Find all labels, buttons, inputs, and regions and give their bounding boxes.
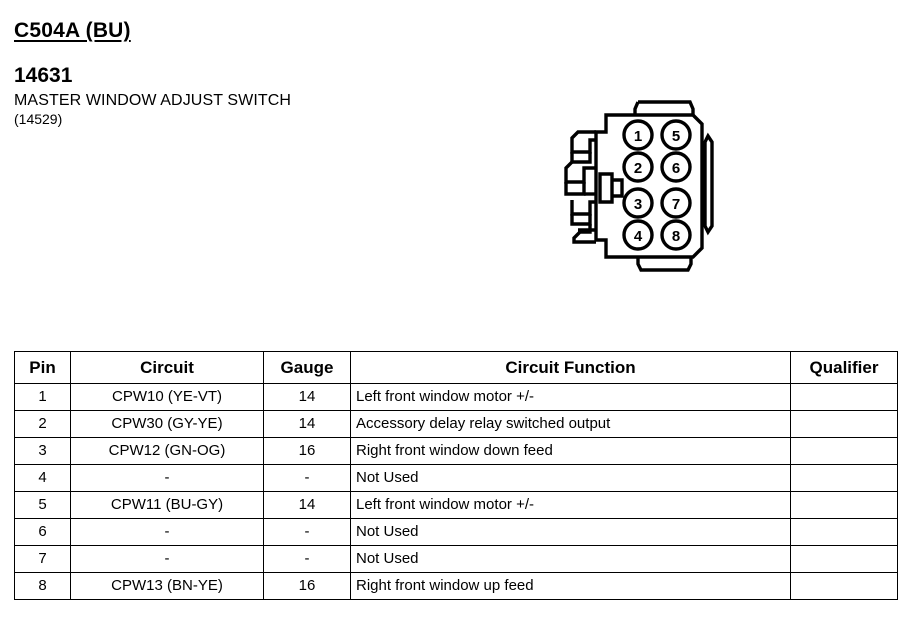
cell-pin: 7 bbox=[14, 545, 71, 573]
cell-gauge: - bbox=[263, 545, 351, 573]
connector-pin-1: 1 bbox=[622, 119, 654, 151]
pin-label-4: 4 bbox=[634, 228, 643, 245]
cell-gauge: 14 bbox=[263, 491, 351, 519]
connector-pin-8: 8 bbox=[660, 219, 692, 251]
cell-function: Right front window down feed bbox=[350, 437, 791, 465]
pin-label-5: 5 bbox=[672, 128, 680, 145]
pin-label-1: 1 bbox=[634, 128, 642, 145]
cell-circuit: - bbox=[70, 545, 264, 573]
cell-circuit: - bbox=[70, 464, 264, 492]
cell-pin: 3 bbox=[14, 437, 71, 465]
connector-header-block: C504A (BU) 14631 MASTER WINDOW ADJUST SW… bbox=[14, 18, 534, 128]
table-row: 5 CPW11 (BU-GY) 14 Left front window mot… bbox=[14, 491, 898, 519]
cell-circuit: - bbox=[70, 518, 264, 546]
cell-qualifier bbox=[790, 491, 898, 519]
pin-table-container: Pin Circuit Gauge Circuit Function Quali… bbox=[14, 351, 898, 600]
cell-qualifier bbox=[790, 464, 898, 492]
pin-assignment-table: Pin Circuit Gauge Circuit Function Quali… bbox=[14, 351, 898, 600]
connector-id-title: C504A (BU) bbox=[14, 19, 131, 42]
cell-function: Left front window motor +/- bbox=[350, 491, 791, 519]
cell-circuit: CPW11 (BU-GY) bbox=[70, 491, 264, 519]
connector-top-tab bbox=[638, 100, 695, 115]
cell-pin: 8 bbox=[14, 572, 71, 600]
connector-keyway bbox=[598, 172, 614, 204]
column-header-circuit: Circuit bbox=[70, 351, 264, 384]
connector-illustration: 1 2 3 4 5 6 7 bbox=[560, 90, 750, 285]
table-row: 4 - - Not Used bbox=[14, 464, 898, 492]
table-row: 6 - - Not Used bbox=[14, 518, 898, 546]
cell-gauge: 16 bbox=[263, 437, 351, 465]
column-header-pin: Pin bbox=[14, 351, 71, 384]
connector-pin-6: 6 bbox=[660, 151, 692, 183]
cell-qualifier bbox=[790, 572, 898, 600]
connector-pin-group: 1 2 3 4 5 6 7 bbox=[622, 119, 692, 251]
connector-body-outline bbox=[594, 113, 704, 259]
cell-qualifier bbox=[790, 437, 898, 465]
table-row: 7 - - Not Used bbox=[14, 545, 898, 573]
pin-label-7: 7 bbox=[672, 196, 680, 213]
column-header-gauge: Gauge bbox=[263, 351, 351, 384]
cell-qualifier bbox=[790, 518, 898, 546]
cell-function: Left front window motor +/- bbox=[350, 383, 791, 411]
cell-function: Accessory delay relay switched output bbox=[350, 410, 791, 438]
cell-gauge: 14 bbox=[263, 410, 351, 438]
cell-qualifier bbox=[790, 545, 898, 573]
cell-pin: 1 bbox=[14, 383, 71, 411]
cell-gauge: - bbox=[263, 518, 351, 546]
pin-table-body: 1 CPW10 (YE-VT) 14 Left front window mot… bbox=[14, 383, 898, 600]
cell-qualifier bbox=[790, 410, 898, 438]
cell-circuit: CPW13 (BN-YE) bbox=[70, 572, 264, 600]
column-header-qualifier: Qualifier bbox=[790, 351, 898, 384]
cell-circuit: CPW12 (GN-OG) bbox=[70, 437, 264, 465]
connector-pin-5: 5 bbox=[660, 119, 692, 151]
cell-gauge: 16 bbox=[263, 572, 351, 600]
cell-function: Not Used bbox=[350, 518, 791, 546]
column-header-function: Circuit Function bbox=[350, 351, 791, 384]
connector-right-rib bbox=[703, 132, 714, 236]
cell-gauge: - bbox=[263, 464, 351, 492]
connector-pin-4: 4 bbox=[622, 219, 654, 251]
cell-circuit: CPW10 (YE-VT) bbox=[70, 383, 264, 411]
connector-left-latch bbox=[564, 130, 596, 244]
connector-pin-7: 7 bbox=[660, 187, 692, 219]
connector-pin-2: 2 bbox=[622, 151, 654, 183]
table-row: 2 CPW30 (GY-YE) 14 Accessory delay relay… bbox=[14, 410, 898, 438]
pin-label-3: 3 bbox=[634, 196, 642, 213]
pin-label-6: 6 bbox=[672, 160, 680, 177]
cell-function: Not Used bbox=[350, 545, 791, 573]
part-name: MASTER WINDOW ADJUST SWITCH bbox=[14, 92, 292, 109]
table-row: 1 CPW10 (YE-VT) 14 Left front window mot… bbox=[14, 383, 898, 411]
cell-pin: 5 bbox=[14, 491, 71, 519]
cell-function: Right front window up feed bbox=[350, 572, 791, 600]
alternate-part-number: (14529) bbox=[14, 111, 63, 127]
cell-pin: 2 bbox=[14, 410, 71, 438]
table-header-row: Pin Circuit Gauge Circuit Function Quali… bbox=[14, 351, 898, 384]
connector-bottom-tab bbox=[636, 257, 693, 272]
pin-label-2: 2 bbox=[634, 160, 642, 177]
table-row: 3 CPW12 (GN-OG) 16 Right front window do… bbox=[14, 437, 898, 465]
cell-gauge: 14 bbox=[263, 383, 351, 411]
cell-qualifier bbox=[790, 383, 898, 411]
cell-pin: 6 bbox=[14, 518, 71, 546]
table-row: 8 CPW13 (BN-YE) 16 Right front window up… bbox=[14, 572, 898, 600]
cell-circuit: CPW30 (GY-YE) bbox=[70, 410, 264, 438]
cell-function: Not Used bbox=[350, 464, 791, 492]
part-number: 14631 bbox=[14, 64, 73, 87]
cell-pin: 4 bbox=[14, 464, 71, 492]
pin-label-8: 8 bbox=[672, 228, 680, 245]
connector-pin-3: 3 bbox=[622, 187, 654, 219]
